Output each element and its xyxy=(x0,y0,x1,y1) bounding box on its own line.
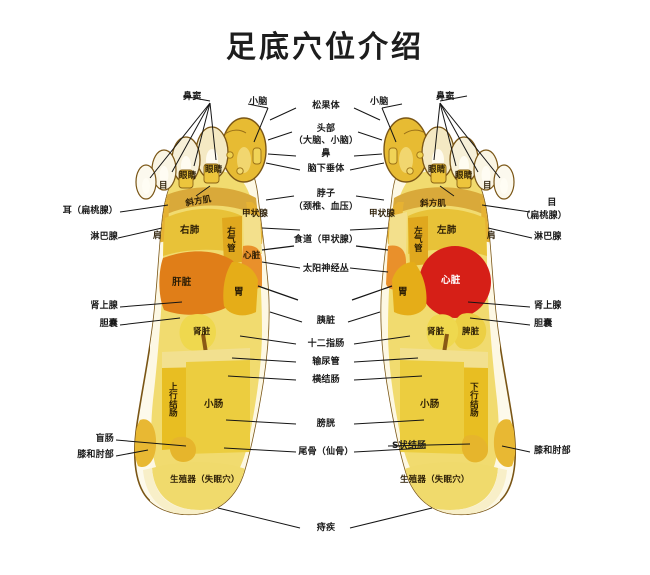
zone-right-kidney: 肾脏 xyxy=(427,327,445,337)
callout-left-adrenal-gland: 肾上腺 xyxy=(90,301,118,311)
callout-right-tonsil: （扁桃腺） xyxy=(521,211,568,221)
zone-left-heart-zone: 心脏 xyxy=(243,251,261,261)
page-title: 足底穴位介绍 xyxy=(226,30,424,65)
zone-right-shoulder: 肩 xyxy=(487,231,496,241)
callout-left-gallbladder: 胆囊 xyxy=(99,319,118,329)
callout-hemorrhoids: 痔疾 xyxy=(316,523,336,533)
callout-right-adrenal-gland: 肾上腺 xyxy=(534,301,562,311)
callout-neck-sub: （颈椎、血压） xyxy=(293,202,359,212)
zone-left-shoulder: 肩 xyxy=(153,231,162,241)
callout-right-lymph-gland: 淋巴腺 xyxy=(534,232,562,242)
zone-left-thyroid: 甲状腺 xyxy=(242,209,269,219)
zone-left-eye-toe: 眼睛 xyxy=(179,171,197,181)
callout-sinus-left: 鼻窦 xyxy=(183,92,202,102)
zone-right-heart: 心脏 xyxy=(441,275,461,286)
callout-cerebellum-left: 小脑 xyxy=(249,97,268,107)
zone-left-right-bronchus: 右气管 xyxy=(225,226,236,253)
callout-ureter: 输尿管 xyxy=(312,357,340,367)
callout-bladder: 膀胱 xyxy=(316,419,336,429)
callout-transverse-colon: 横结肠 xyxy=(312,375,340,385)
zone-left-eye-small: 目 xyxy=(159,181,168,191)
zone-right-left-lung: 左肺 xyxy=(437,225,457,236)
zone-right-stomach: 胃 xyxy=(398,287,408,298)
callout-sigmoid-colon: S状结肠 xyxy=(392,441,427,451)
zone-left-small-intestine: 小肠 xyxy=(204,399,224,410)
callout-left-knee-elbow: 膝和肘部 xyxy=(77,450,114,460)
zone-right-small-intestine: 小肠 xyxy=(420,399,440,410)
callout-head-brain: 头部 xyxy=(316,124,336,134)
zone-right-eye-small: 目 xyxy=(483,181,492,191)
zone-left-ascending-colon: 上行结肠 xyxy=(167,382,178,417)
callout-nose: 鼻 xyxy=(321,149,331,159)
callout-head-brain-sub: （大脑、小脑） xyxy=(293,136,359,146)
callout-sinus-right: 鼻窦 xyxy=(436,92,455,102)
right-toes xyxy=(383,117,515,200)
zone-right-genitals-insomnia: 生殖器（失眠穴） xyxy=(400,475,470,485)
callout-solar-plexus: 太阳神经丛 xyxy=(302,264,349,274)
zone-left-right-lung: 右肺 xyxy=(180,225,200,236)
zone-right-descending-colon: 下行结肠 xyxy=(468,382,479,417)
zone-left-stomach: 胃 xyxy=(234,287,244,298)
callout-coccyx: 尾骨（仙骨） xyxy=(298,447,354,457)
zone-right-eye-toe: 眼睛 xyxy=(455,171,473,181)
callout-cerebellum-right: 小脑 xyxy=(370,97,389,107)
leader-lines xyxy=(115,95,533,529)
callout-pancreas: 胰脏 xyxy=(316,316,336,326)
zone-left-genitals-insomnia: 生殖器（失眠穴） xyxy=(170,475,240,485)
callout-esophagus-thyroid: 食道（甲状腺） xyxy=(293,235,359,245)
callout-right-knee-elbow: 膝和肘部 xyxy=(534,446,571,456)
callout-pituitary: 脑下垂体 xyxy=(307,164,345,174)
zone-right-trapezius: 斜方肌 xyxy=(420,199,447,209)
callout-neck: 脖子 xyxy=(316,189,336,199)
zone-left-eye-toe-2: 眼睛 xyxy=(205,165,223,175)
callout-duodenum: 十二指肠 xyxy=(307,339,345,349)
zone-left-liver: 肝脏 xyxy=(172,277,192,288)
callout-right-ear: 目 xyxy=(547,198,557,208)
zone-left-kidney: 肾脏 xyxy=(193,327,211,337)
callout-right-gallbladder: 胆囊 xyxy=(534,319,553,329)
zone-right-spleen: 脾脏 xyxy=(462,327,480,337)
zone-right-left-bronchus: 左气管 xyxy=(412,226,423,253)
callout-left-lymph-gland: 淋巴腺 xyxy=(90,232,118,242)
callout-left-ear-tonsil: 耳（扁桃腺） xyxy=(62,206,118,216)
zone-right-thyroid: 甲状腺 xyxy=(369,209,396,219)
left-toes xyxy=(135,117,267,200)
callout-left-cecum: 盲肠 xyxy=(95,434,114,444)
zone-right-eye-toe-2: 眼睛 xyxy=(428,165,446,175)
callout-pineal-gland: 松果体 xyxy=(312,101,340,111)
